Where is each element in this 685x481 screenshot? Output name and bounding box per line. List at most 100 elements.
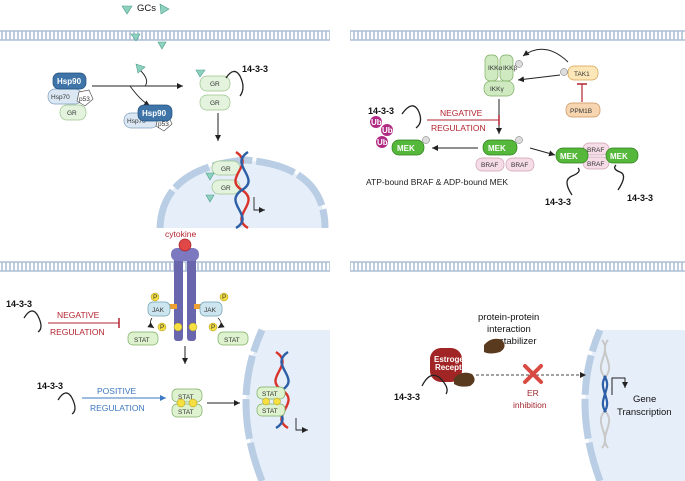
hsp90-label: Hsp90 — [142, 109, 167, 118]
hsp70-label: Hsp70 — [51, 94, 70, 101]
stabilizer-label-3: stabilizer — [499, 336, 537, 347]
stat-dimer: STAT STAT — [171, 388, 203, 418]
braf-label: BRAF — [481, 162, 498, 169]
arrow-gc-entry — [139, 69, 148, 87]
nucleus-d — [581, 328, 685, 481]
phospho-label: P — [153, 294, 157, 301]
gc-triangle — [135, 63, 146, 74]
ikk-complex: IKKα IKKβ IKKγ — [483, 54, 523, 97]
arrow-tak1-to-ikk — [522, 48, 569, 63]
jak-label: JAK — [204, 307, 217, 314]
negative-regulation-label-2: REGULATION — [50, 327, 105, 337]
mek-braf-complex: MEK BRAF BRAF — [475, 136, 535, 172]
arrow-to-dimer — [529, 147, 556, 157]
protein-1433-label: 14-3-3 — [368, 106, 394, 116]
p53-label: p53 — [79, 96, 90, 103]
stat-label: STAT — [262, 408, 278, 415]
ppm1b-protein: PPM1B — [565, 102, 601, 118]
inhibition-cross-icon — [523, 364, 543, 384]
hsp-complex-right: Hsp70 p53 Hsp90 — [123, 104, 173, 132]
membrane-top-left — [0, 30, 330, 41]
membrane-bottom-right — [350, 261, 685, 272]
protein-1433-label: 14-3-3 — [242, 64, 268, 74]
ub-label: Ub — [377, 138, 388, 147]
stabilizer-label-2: interaction — [487, 324, 531, 335]
tak1-label: TAK1 — [574, 71, 590, 78]
gr-label: GR — [67, 110, 77, 117]
braf-label: BRAF — [587, 147, 604, 154]
stat-dimer-nucleus: STAT STAT — [256, 386, 286, 417]
stabilizer-label-1: protein-protein — [478, 312, 539, 323]
gc-triangle — [130, 33, 141, 42]
estrogen-receptor-protein: Estrogen Receptor — [430, 348, 470, 382]
negative-regulation-label-1: NEGATIVE — [440, 108, 483, 118]
ppm1b-label: PPM1B — [570, 108, 592, 115]
hsp-complex-left: GR Hsp70 p53 Hsp90 — [47, 72, 94, 121]
gr-dimer-top: GR GR — [195, 69, 231, 111]
ub-label: Ub — [382, 126, 393, 135]
gcs-label: GCs — [137, 3, 156, 14]
estrogen-receptor-label-1: Estrogen — [434, 355, 469, 364]
protein-1433-squiggle — [614, 164, 625, 191]
gene-transcription-label-2: Transcription — [617, 407, 672, 418]
positive-regulation-label-2: REGULATION — [90, 403, 145, 413]
mek-label: MEK — [397, 144, 415, 153]
protein-1433-squiggle — [225, 70, 244, 97]
er-inhibition-label-2: inhibition — [513, 400, 547, 410]
cytokine-label: cytokine — [165, 229, 196, 239]
tak1-protein: TAK1 — [560, 65, 599, 81]
phospho-receptor — [173, 322, 183, 332]
mek-label: MEK — [488, 144, 506, 153]
negative-regulation-label-2: REGULATION — [431, 123, 486, 133]
panel-b-braf-mek: IKKα IKKβ IKKγ TAK1 PPM1B MEK — [366, 48, 653, 207]
protein-1433-label: 14-3-3 — [627, 193, 653, 203]
ikk-gamma-label: IKKγ — [490, 86, 504, 93]
transcription-arrow-c — [295, 418, 308, 433]
ikk-alpha-label: IKKα — [488, 65, 502, 72]
protein-1433-label: 14-3-3 — [6, 299, 32, 309]
jak-left: JAK P — [147, 292, 171, 317]
stat-label: STAT — [224, 337, 240, 344]
arrow-tak1-to-ikk-lower — [517, 74, 561, 83]
stat-left: STAT P — [127, 322, 167, 346]
gc-triangle — [157, 41, 167, 50]
jak-right: JAK P — [199, 292, 229, 317]
stabilizer-molecule — [484, 338, 505, 354]
dna-helix-a — [234, 150, 250, 230]
protein-1433-squiggle — [566, 167, 580, 196]
gr-label: GR — [210, 100, 220, 107]
stat-right: STAT P — [208, 322, 249, 346]
panel-a-gr-signaling: GCs GR Hsp70 p53 Hsp90 Hsp70 p53 Hsp90 — [47, 3, 329, 230]
atp-adp-caption: ATP-bound BRAF & ADP-bound MEK — [366, 177, 508, 187]
positive-regulation-label-1: POSITIVE — [97, 386, 137, 396]
gr-label: GR — [210, 81, 220, 88]
phospho-label: P — [160, 324, 164, 331]
stat-label: STAT — [178, 409, 194, 416]
braf-label: BRAF — [511, 162, 528, 169]
er-inhibition-label-1: ER — [527, 388, 539, 398]
gr-label: GR — [221, 185, 231, 192]
mek-label: MEK — [610, 152, 628, 161]
phospho-transfer-arrow — [217, 317, 225, 329]
ub-label: Ub — [371, 118, 382, 127]
phospho-label: P — [222, 294, 226, 301]
mek-braf-dimer: BRAF BRAF MEK MEK — [555, 142, 639, 170]
estrogen-receptor-label-2: Receptor — [435, 363, 470, 372]
nucleus-a — [156, 156, 329, 229]
stat-label: STAT — [134, 337, 150, 344]
gene-transcription-label-1: Gene — [633, 394, 656, 405]
protein-1433-label: 14-3-3 — [37, 381, 63, 391]
gc-triangle — [159, 3, 170, 15]
stat-label: STAT — [178, 394, 194, 401]
dna-helix-d — [599, 339, 611, 449]
transcription-arrow-a — [253, 197, 265, 213]
hsp70-label: Hsp70 — [127, 118, 146, 125]
protein-1433-label: 14-3-3 — [394, 392, 420, 402]
phospho-label: P — [211, 324, 215, 331]
mek-label: MEK — [560, 152, 578, 161]
gc-triangle — [121, 5, 133, 15]
protein-1433-squiggle — [401, 105, 422, 129]
stat-label: STAT — [262, 391, 278, 398]
phospho-transfer-arrow — [147, 317, 155, 329]
